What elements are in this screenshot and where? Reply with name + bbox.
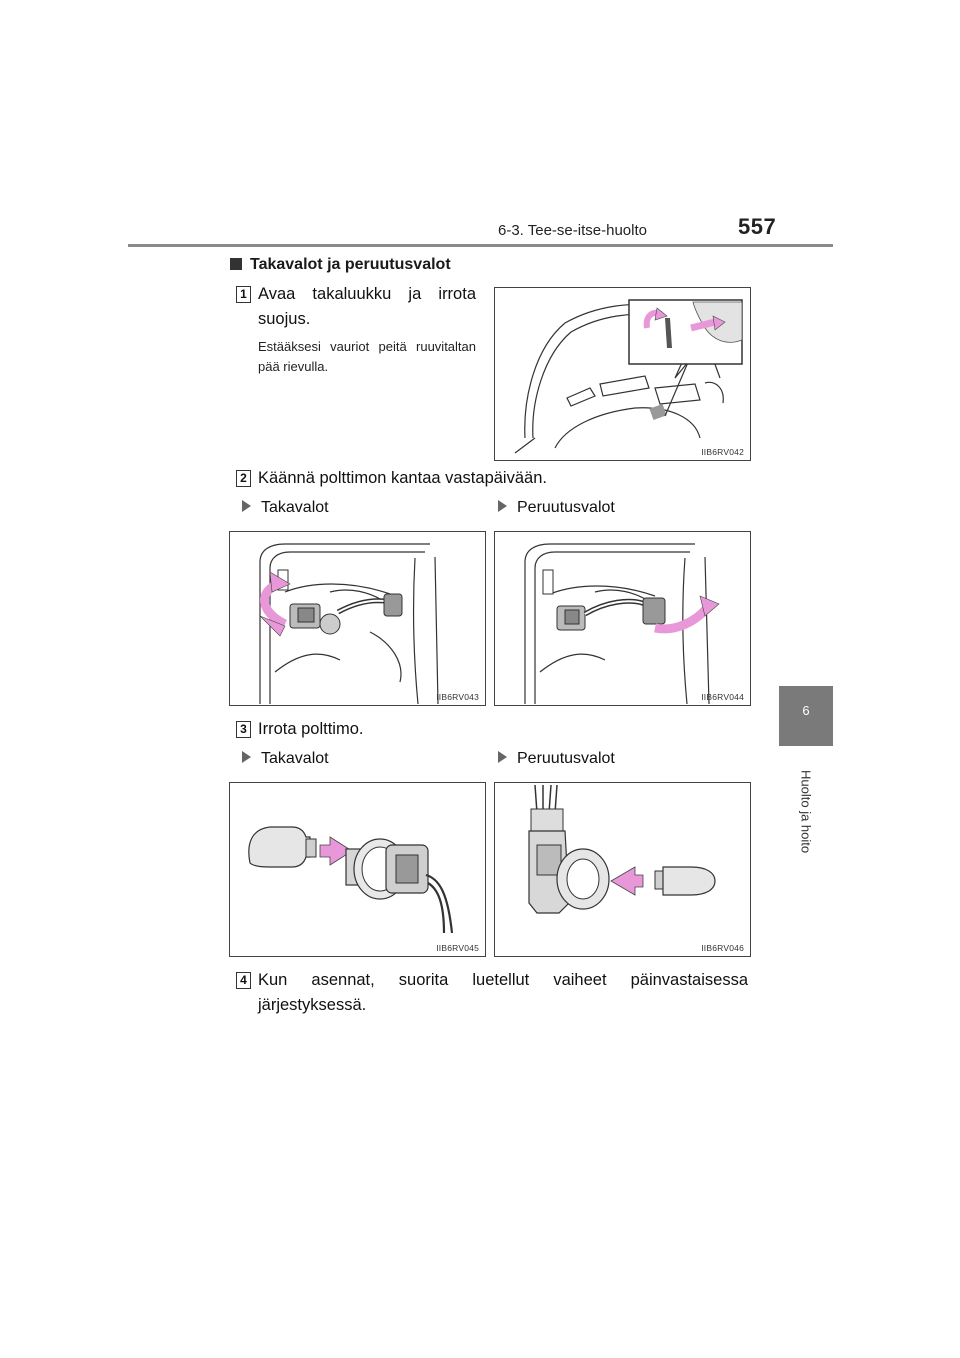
header-section-title: 6-3. Tee-se-itse-huolto xyxy=(498,222,647,239)
chapter-tab xyxy=(779,686,833,746)
step-4-text: Kun asennat, suorita luetellut vaiheet p… xyxy=(258,971,748,1014)
subhead-rear-lights-1: Takavalot xyxy=(242,499,329,517)
tailgate-illustration xyxy=(514,299,743,454)
rear-light-bulb-illustration xyxy=(248,826,454,934)
triangle-bullet-icon xyxy=(498,500,507,512)
step-3-text: Irrota polttimo. xyxy=(258,720,364,738)
header-rule xyxy=(128,244,833,247)
step-number-4: 4 xyxy=(236,972,251,989)
rear-light-socket-illustration xyxy=(259,543,439,705)
figure-code: IIB6RV042 xyxy=(701,447,744,457)
triangle-bullet-icon xyxy=(242,500,251,512)
subhead-reverse-lights-1: Peruutusvalot xyxy=(498,499,615,517)
subhead-rear-lights-2-text: Takavalot xyxy=(261,750,329,767)
triangle-bullet-icon xyxy=(242,751,251,763)
figure-rear-light-socket: IIB6RV043 xyxy=(229,531,486,706)
figure-code: IIB6RV045 xyxy=(436,943,479,953)
figure-code: IIB6RV046 xyxy=(701,943,744,953)
square-bullet-icon xyxy=(230,258,242,270)
figure-code: IIB6RV043 xyxy=(436,692,479,702)
chapter-label: Huolto ja hoito xyxy=(798,770,814,854)
step-number-3: 3 xyxy=(236,721,251,738)
figure-code: IIB6RV044 xyxy=(701,692,744,702)
chapter-label-wrap: Huolto ja hoito xyxy=(779,770,833,870)
subhead-rear-lights-1-text: Takavalot xyxy=(261,499,329,516)
step-1-note: Estääksesi vauriot peitä ruuvitaltan pää… xyxy=(258,339,476,374)
section-title: Takavalot ja peruutusvalot xyxy=(230,256,451,274)
subhead-reverse-lights-2: Peruutusvalot xyxy=(498,750,615,768)
subhead-reverse-lights-2-text: Peruutusvalot xyxy=(517,750,615,767)
chapter-number: 6 xyxy=(802,703,810,718)
figure-reverse-light-bulb: IIB6RV046 xyxy=(494,782,751,957)
page-number: 557 xyxy=(738,214,777,239)
triangle-bullet-icon xyxy=(498,751,507,763)
section-title-text: Takavalot ja peruutusvalot xyxy=(250,256,451,273)
step-2-text: Käännä polttimon kantaa vastapäivään. xyxy=(258,469,547,487)
reverse-light-socket-illustration xyxy=(524,543,720,705)
figure-tailgate-cover: IIB6RV042 xyxy=(494,287,751,461)
step-number-2: 2 xyxy=(236,470,251,487)
figure-reverse-light-socket: IIB6RV044 xyxy=(494,531,751,706)
step-number-1: 1 xyxy=(236,286,251,303)
reverse-light-bulb-illustration xyxy=(528,784,716,914)
step-1-text: Avaa takaluukku ja irrota suojus. xyxy=(258,285,476,328)
subhead-reverse-lights-1-text: Peruutusvalot xyxy=(517,499,615,516)
figure-rear-light-bulb: IIB6RV045 xyxy=(229,782,486,957)
subhead-rear-lights-2: Takavalot xyxy=(242,750,329,768)
